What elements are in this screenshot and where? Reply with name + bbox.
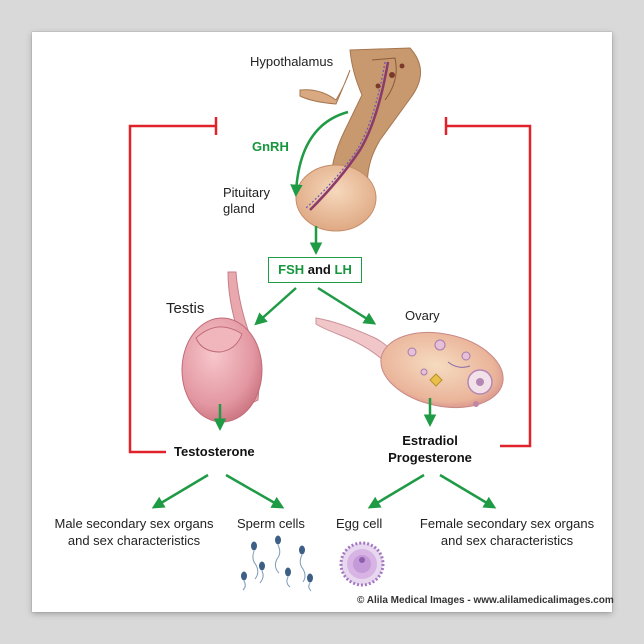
pituitary-label-line1: Pituitary bbox=[223, 185, 270, 200]
sperm-cells-illustration bbox=[241, 535, 313, 592]
lh-label: LH bbox=[334, 262, 352, 277]
copyright-notice: © Alila Medical Images - www.alilamedica… bbox=[357, 595, 614, 606]
fsh-to-testis-arrow bbox=[254, 287, 297, 326]
estradiol-label: Estradiol bbox=[402, 433, 458, 448]
gnrh-label: GnRH bbox=[252, 139, 289, 154]
fsh-and-word: and bbox=[307, 262, 331, 277]
female-outcome-line1: Female secondary sex organs bbox=[419, 516, 595, 531]
testosterone-label: Testosterone bbox=[174, 444, 255, 459]
progesterone-label: Progesterone bbox=[388, 450, 472, 465]
gnrh-arrow bbox=[290, 110, 349, 197]
egg-cell-illustration bbox=[339, 541, 385, 587]
egg-cell-label: Egg cell bbox=[336, 516, 383, 531]
male-outcome-line2: and sex characteristics bbox=[67, 533, 201, 548]
male-outcome-line1: Male secondary sex organs bbox=[54, 516, 214, 531]
fsh-label: FSH bbox=[278, 262, 305, 277]
left-negative-feedback-line bbox=[128, 117, 218, 454]
estradiol-to-egg-arrow bbox=[367, 473, 425, 509]
ovary-illustration bbox=[315, 317, 504, 408]
testis-illustration bbox=[181, 271, 263, 423]
fsh-to-ovary-arrow bbox=[317, 286, 377, 325]
testis-label: Testis bbox=[166, 300, 205, 317]
testosterone-to-sperm-arrow bbox=[225, 473, 285, 509]
right-negative-feedback-line bbox=[444, 117, 532, 448]
hypothalamus-label: Hypothalamus bbox=[250, 54, 334, 69]
estradiol-to-female-arrow bbox=[439, 473, 497, 509]
hypothalamus-pituitary-illustration bbox=[295, 47, 421, 232]
pituitary-label-line2: gland bbox=[223, 201, 255, 216]
ovary-label: Ovary bbox=[405, 308, 440, 323]
sperm-cells-label: Sperm cells bbox=[237, 516, 305, 531]
fsh-and-lh-box: FSH and LH bbox=[268, 257, 362, 283]
testosterone-to-male-arrow bbox=[151, 473, 209, 509]
female-outcome-line2: and sex characteristics bbox=[440, 533, 574, 548]
